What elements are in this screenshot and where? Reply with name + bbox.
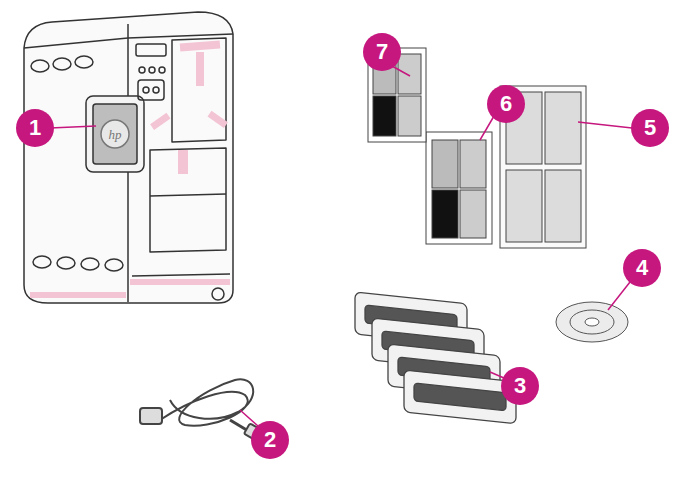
toner-cartridges: [355, 292, 516, 424]
callout-number: 4: [636, 257, 648, 279]
callout-circle: 3: [501, 367, 539, 405]
callout-circle: 5: [631, 109, 669, 147]
callout-number: 6: [500, 93, 512, 115]
leader-lines: [50, 66, 632, 426]
callout-number: 7: [376, 41, 388, 63]
callout-circle: 2: [251, 421, 289, 459]
callout-circle: 7: [363, 33, 401, 71]
printer: hp: [24, 12, 233, 303]
callout-circle: 6: [487, 85, 525, 123]
callout-number: 5: [644, 117, 656, 139]
manual: [426, 132, 492, 244]
callout-number: 3: [514, 375, 526, 397]
cd: [556, 302, 628, 342]
svg-text:hp: hp: [109, 127, 123, 142]
callout-number: 1: [29, 117, 41, 139]
power-cord: [140, 379, 262, 440]
callout-circle: 4: [623, 249, 661, 287]
callout-circle: 1: [16, 109, 54, 147]
callout-number: 2: [264, 429, 276, 451]
